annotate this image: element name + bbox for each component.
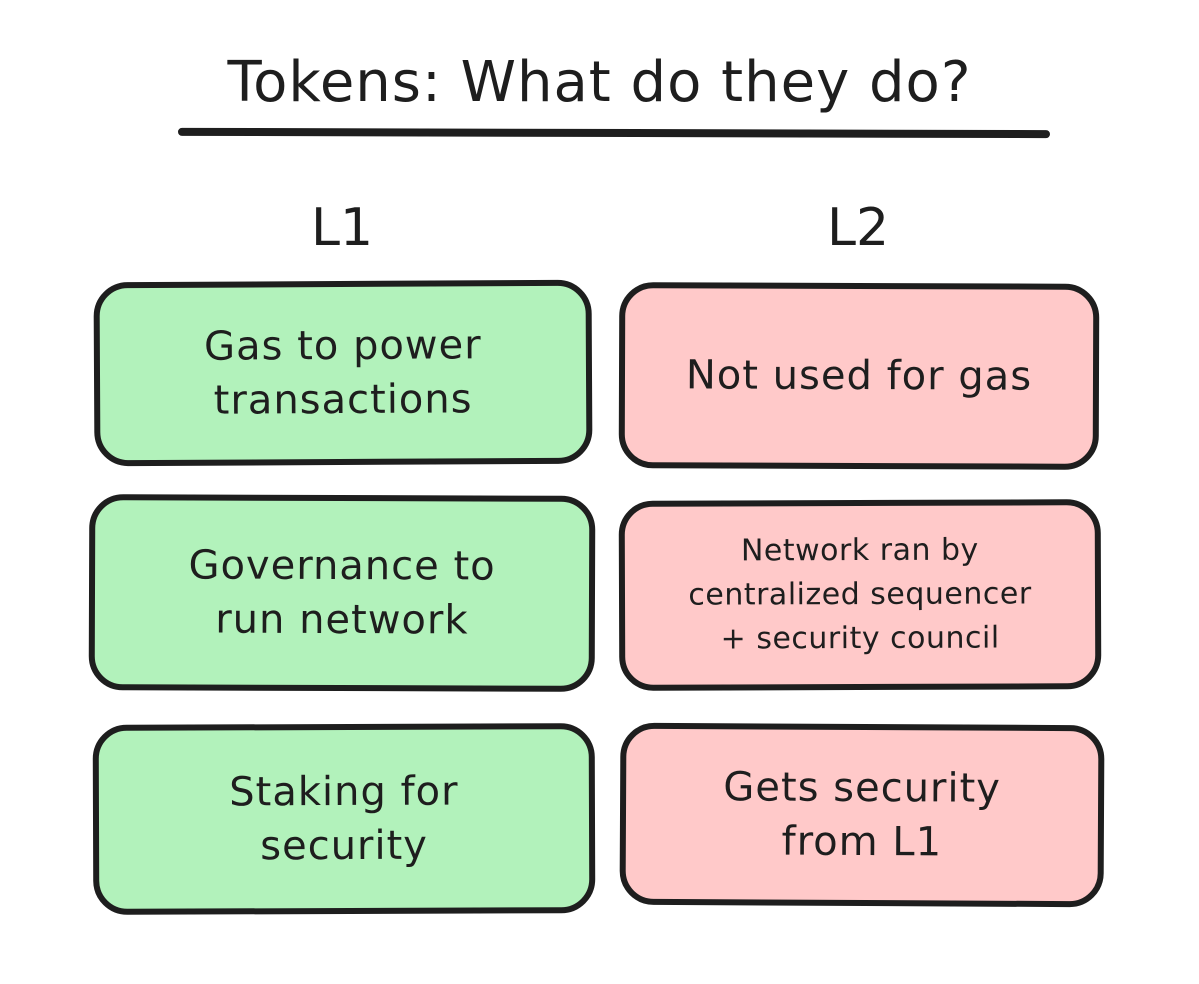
l1-card-gas-text: Gas to power transactions xyxy=(203,322,482,424)
l2-card-governance-text: Network ran by centralized sequencer + s… xyxy=(688,532,1032,657)
l2-card-security-text: Gets security from L1 xyxy=(723,764,1002,866)
column-header-l1: L1 xyxy=(310,198,374,258)
l1-card-governance-text: Governance to run network xyxy=(188,542,496,644)
title-underline xyxy=(177,127,1051,139)
diagram-title: Tokens: What do they do? xyxy=(227,50,972,115)
l2-card-security: Gets security from L1 xyxy=(619,722,1105,908)
l1-card-governance: Governance to run network xyxy=(88,494,596,692)
l2-card-gas: Not used for gas xyxy=(618,282,1100,470)
l2-card-governance: Network ran by centralized sequencer + s… xyxy=(618,499,1102,691)
l1-card-security: Staking for security xyxy=(92,723,596,915)
l1-card-gas: Gas to power transactions xyxy=(93,279,593,467)
l2-card-gas-text: Not used for gas xyxy=(685,352,1033,400)
column-header-l2: L2 xyxy=(826,198,890,258)
l1-card-security-text: Staking for security xyxy=(229,768,459,870)
